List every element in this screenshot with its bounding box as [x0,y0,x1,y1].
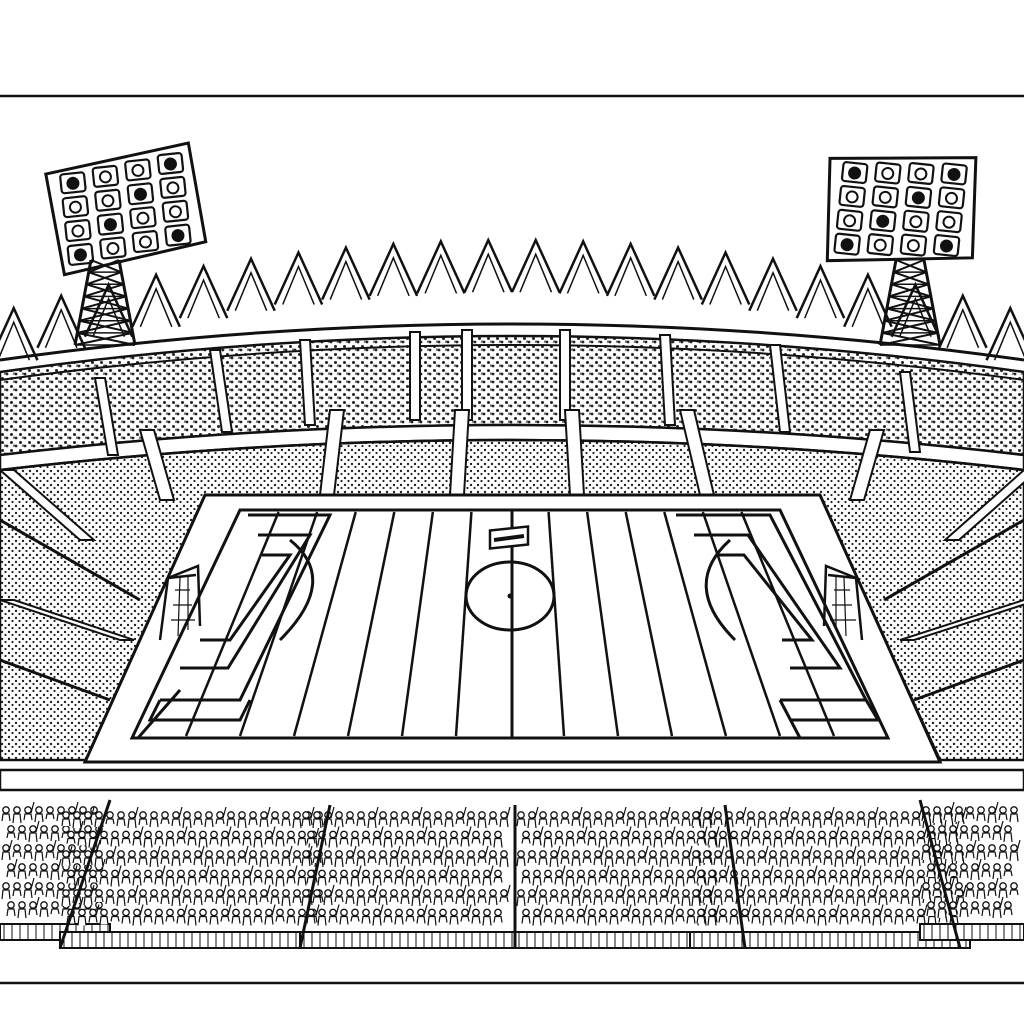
roof-spike [368,240,419,297]
roof-spike [510,237,561,293]
roof-spike-inner [898,296,932,337]
stand-aisle [0,599,135,641]
roof-spike [795,263,846,319]
roof-spike-inner [187,278,220,319]
pitch-stripe [663,511,728,737]
stand-divider [0,658,111,702]
roof-spike-inner [804,278,837,319]
floodlight-tower [878,259,942,346]
roof-spike-inner [282,264,315,305]
roof-spike-inner [44,307,78,349]
crowd-divider [723,804,747,949]
pitch [129,508,891,740]
crowd-divider [918,799,962,949]
pitch-boundary [129,508,891,740]
stand-aisle [559,329,571,421]
roof-spike [463,237,514,293]
roof-spike-inner [329,259,363,300]
floodlight-right [825,156,978,346]
foreground-crowd [0,799,1024,949]
roof-spike [937,292,988,349]
roof-spike [131,271,181,328]
pitch-stripe [400,511,435,737]
roof-spike-inner [709,264,742,305]
right-penalty-area [676,513,881,739]
stand-aisle [409,331,421,421]
pitch-stripe [701,511,782,737]
stand-aisle [0,469,97,541]
roof-spike [748,255,798,312]
roof-spike-inner [851,286,885,328]
stand-aisle [899,599,1024,641]
roof-spike [558,238,609,294]
stand-aisle [298,339,317,426]
pitch-stripe [585,511,620,737]
roof-spike [700,249,751,306]
roof-rim-inner [0,344,1024,381]
stand-divider [913,658,1024,702]
roof-spike [321,244,371,301]
roof-spike-inner [993,320,1024,361]
midfield-sign [488,525,530,550]
crowd-divider [58,799,112,949]
roof-spike-inner [139,286,173,328]
stand-aisle [768,344,792,433]
roof-rim [0,322,1024,362]
roof-spike [273,249,324,306]
crowd-section [514,806,726,949]
roof-spike-inner [756,270,790,311]
stand-aisle [658,334,677,426]
roof-spike-inner [424,253,458,294]
center-spot [507,593,513,599]
stand-divider [883,518,1024,602]
crowd-section [919,801,1024,941]
floodlight-tower [73,259,137,346]
stand-aisle [461,329,473,421]
roof-spike [36,292,87,349]
stand-aisle [898,371,922,453]
crowd-divider [298,804,332,949]
floodlight-left [44,141,208,346]
left-penalty-area [136,513,333,739]
stand-aisle [208,349,234,433]
stand-aisles [0,329,1024,702]
pitch-stripe [547,511,566,737]
stand-aisle [93,377,120,456]
front-rail [0,768,1024,792]
pitch-stripe [292,511,357,737]
stand-aisle [942,469,1024,541]
crowd-section [59,806,331,949]
center-circle [464,560,556,632]
roof-spike [843,271,893,328]
roof-spike-inner [234,270,268,311]
pitch-stripe [624,511,674,737]
roof-spike [653,244,703,301]
stand-aisle [848,429,886,501]
roof-spike-inner [661,259,695,300]
stand-aisle [138,429,176,501]
roof-spike [226,255,276,312]
roof-spike-inner [614,255,648,297]
roof-spike-inner [376,255,410,297]
crowd-section [299,806,516,949]
roof-spike [178,263,229,319]
left-goal [158,564,202,641]
roof-spike-inner [0,320,31,361]
roof-spike [415,238,466,294]
stand-divider [0,518,141,602]
roof-spike-inner [946,307,980,349]
roof-spike-inner [471,252,505,293]
roof-spike [605,240,656,297]
pitch-stripe [346,511,396,737]
roof-spikes [0,237,1024,361]
pitch-stripe [454,511,473,737]
roof-spike-inner [566,253,600,294]
right-goal [822,564,864,641]
roof-spike-inner [519,252,553,293]
